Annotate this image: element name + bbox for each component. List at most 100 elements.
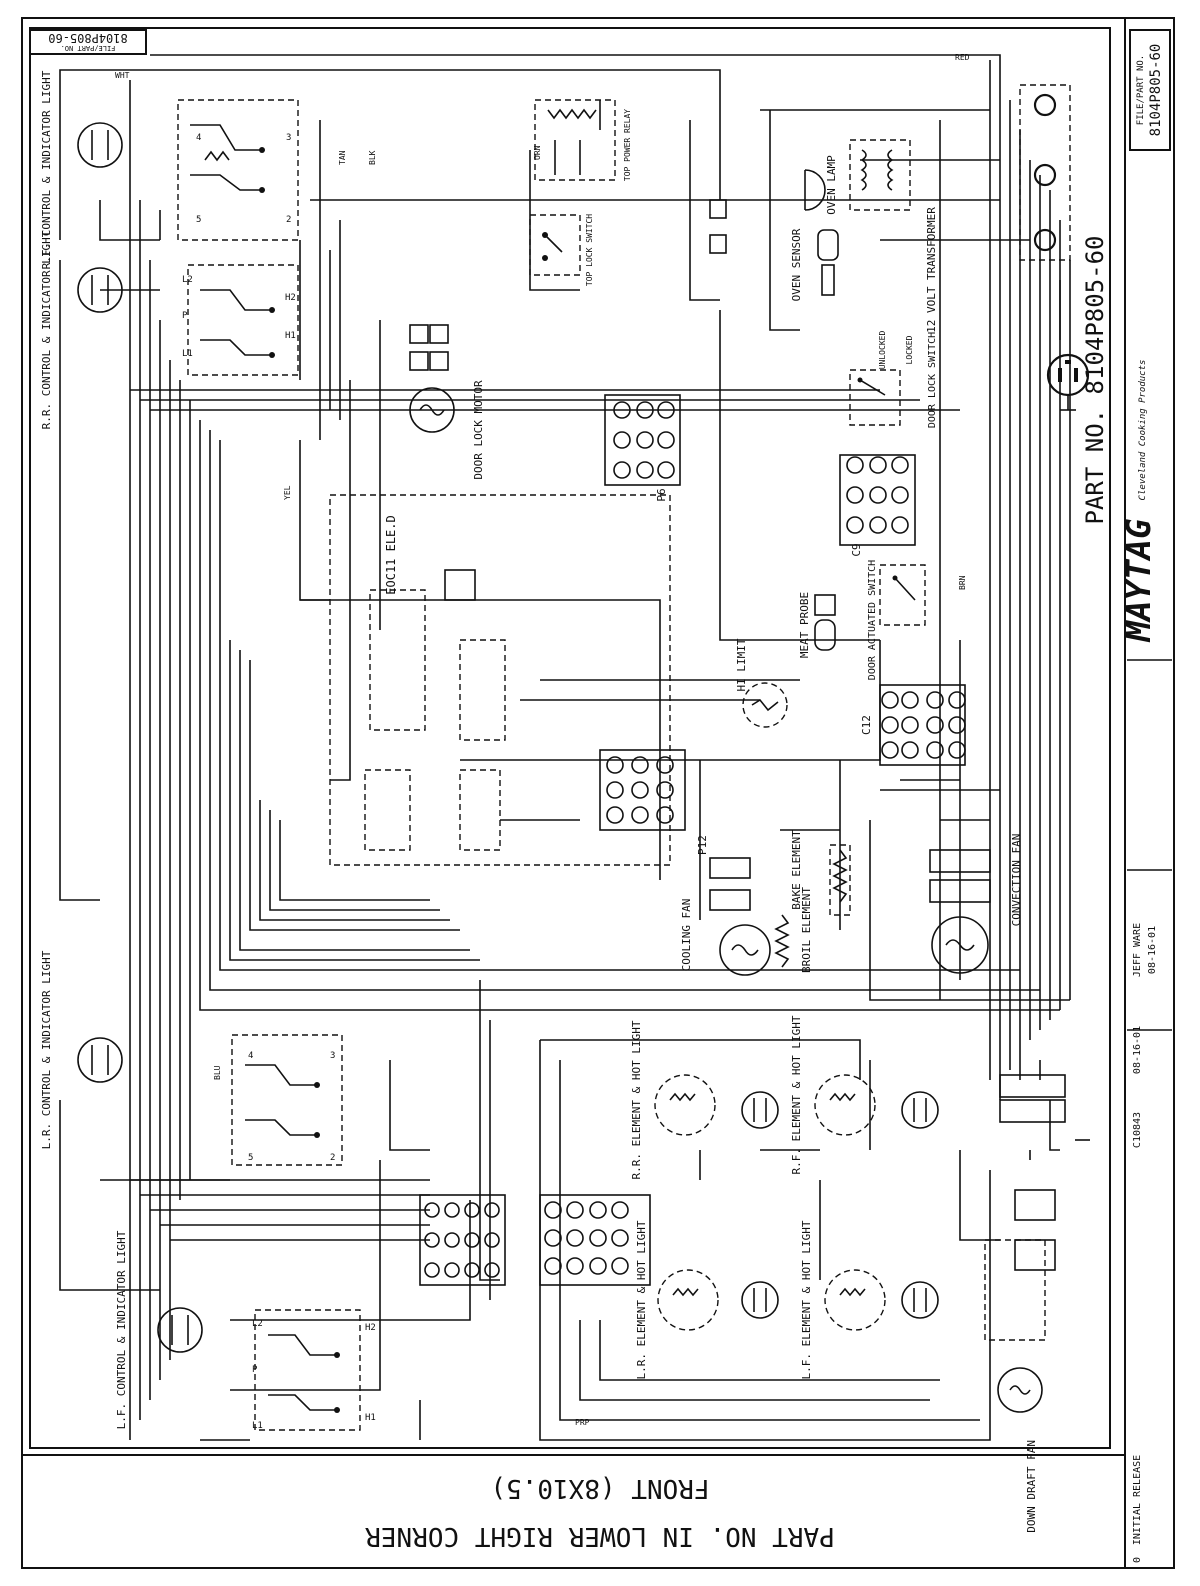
- connector-p6-symbol: [604, 394, 681, 486]
- drawn-date: 08-16-01: [1147, 926, 1158, 974]
- svg-text:4: 4: [196, 133, 201, 143]
- corner-tag-label: FILE/PART NO.: [61, 44, 116, 52]
- wire-label: TAN: [338, 150, 347, 165]
- label-locked: LOCKED: [905, 335, 914, 364]
- connector-c12-symbol: [879, 684, 966, 766]
- corner-tag-value: 8104P805-60: [48, 31, 127, 45]
- svg-text:H1: H1: [365, 1413, 376, 1423]
- company-name: Cleveland Cooking Products: [1138, 360, 1148, 501]
- lf-control-symbol: L2 P L1 H2 H1: [157, 1307, 376, 1431]
- label-rf-element: R.F. ELEMENT & HOT LIGHT: [790, 1015, 803, 1174]
- footer-line1: PART NO. IN LOWER RIGHT CORNER: [365, 1521, 835, 1551]
- label-down-draft-fan: DOWN DRAFT FAN: [1025, 1440, 1038, 1533]
- file-part-box: [1129, 29, 1171, 151]
- wire-label: BRN: [958, 575, 967, 590]
- door-lock-motor-symbol: [409, 324, 455, 433]
- convection-fan-symbol: [929, 849, 991, 974]
- rf-element-symbol: [814, 1074, 939, 1136]
- label-c9: C9: [850, 543, 863, 556]
- file-part-number: 8104P805-60: [1148, 44, 1164, 137]
- title-block: FILE/PART NO. 8104P805-60 MAYTAG Clevela…: [1119, 29, 1172, 1563]
- label-p6: P6: [655, 488, 668, 501]
- oven-sensor-symbol: [817, 229, 839, 296]
- corner-tag: FILE/PART NO. 8104P805-60: [29, 29, 147, 55]
- label-door-actuated-switch: DOOR ACTUATED SWITCH: [867, 560, 878, 680]
- power-plug-symbol: [1046, 353, 1090, 411]
- label-oven-lamp: OVEN LAMP: [825, 155, 838, 215]
- control-connector-symbol: [419, 1194, 506, 1286]
- label-c12: C12: [860, 715, 873, 735]
- file-part-label: FILE/PART NO.: [1136, 55, 1146, 125]
- meat-probe-symbol: [814, 594, 836, 651]
- connector-p12-symbol: [599, 749, 686, 831]
- svg-text:L1: L1: [182, 349, 193, 359]
- terminal-block-symbol: [1019, 84, 1071, 261]
- part-number-large: PART NO. 8104P805-60: [1081, 236, 1109, 525]
- rev-description: INITIAL RELEASE: [1132, 1455, 1143, 1545]
- rr-control-symbol: L2 P L1 H2 H1: [77, 264, 299, 376]
- wire-label: PRP: [575, 1418, 590, 1427]
- svg-text:H1: H1: [285, 331, 296, 341]
- wire-label: ORN: [533, 145, 542, 160]
- connector-c9-symbol: [839, 454, 916, 546]
- rr-element-symbol: [654, 1074, 779, 1136]
- bake-element-symbol: [829, 844, 851, 916]
- top-lock-switch-symbol: [529, 199, 727, 276]
- drawn-by: JEFF WARE: [1132, 923, 1143, 977]
- label-cooling-fan: COOLING FAN: [680, 899, 693, 972]
- label-rf-control: R.F. CONTROL & INDICATOR LIGHT: [40, 70, 53, 269]
- label-eoc-board: EOC11 ELE.D: [384, 515, 398, 594]
- component-labels: R.F. CONTROL & INDICATOR LIGHT R.R. CONT…: [40, 70, 1038, 1532]
- footer-line2: FRONT (8X10.5): [490, 1473, 709, 1503]
- svg-text:H2: H2: [365, 1323, 376, 1333]
- wire-label: BLU: [213, 1065, 222, 1080]
- label-unlocked: UNLOCKED: [878, 331, 887, 370]
- eoc-board-outline: [329, 494, 671, 866]
- label-top-power-relay: TOP POWER RELAY: [623, 109, 632, 181]
- broil-element-symbol: [774, 914, 790, 968]
- wiring-harness: [59, 54, 1071, 1441]
- rev-date: 08-16-01: [1132, 1026, 1143, 1074]
- label-door-lock-switch: DOOR LOCK SWITCH: [927, 332, 938, 428]
- lf-element-symbol: [824, 1269, 939, 1331]
- wire-label: WHT: [115, 71, 130, 80]
- oven-lamp-symbol: [804, 169, 826, 211]
- drawing-border: [29, 27, 1111, 1449]
- svg-text:L2: L2: [182, 275, 193, 285]
- rf-control-symbol: 4 5 3 2: [77, 99, 299, 241]
- page-frame: [21, 17, 1175, 1569]
- svg-text:P: P: [252, 1365, 258, 1375]
- brand-logo: MAYTAG: [1119, 519, 1159, 643]
- down-draft-fan-symbol: [984, 1074, 1090, 1413]
- lr-element-symbol: [657, 1269, 779, 1331]
- svg-text:P: P: [182, 311, 188, 321]
- label-top-lock-switch: TOP LOCK SWITCH: [585, 214, 594, 286]
- label-lr-control: L.R. CONTROL & INDICATOR LIGHT: [40, 950, 53, 1149]
- svg-text:5: 5: [196, 215, 201, 225]
- board-relays: [364, 569, 506, 851]
- wire-label: RED: [955, 53, 970, 62]
- label-transformer: 12 VOLT TRANSFORMER: [925, 207, 938, 333]
- label-p12: P12: [696, 835, 709, 855]
- label-hi-limit: HI LIMIT: [735, 638, 748, 691]
- wire-color-labels: WHT RED BLK TAN YEL BLU ORN BRN PRP: [115, 53, 970, 1427]
- svg-text:2: 2: [330, 1153, 335, 1163]
- label-broil-element: BROIL ELEMENT: [800, 887, 813, 973]
- footer-text-group: PART NO. IN LOWER RIGHT CORNER FRONT (8X…: [365, 1473, 835, 1551]
- svg-text:L2: L2: [252, 1319, 263, 1329]
- label-convection-fan: CONVECTION FAN: [1010, 834, 1023, 927]
- rev-ecn: C10843: [1132, 1112, 1143, 1148]
- svg-text:2: 2: [286, 215, 291, 225]
- transformer-symbol: [849, 139, 911, 211]
- hi-limit-symbol: [742, 682, 788, 728]
- label-rr-control: R.R. CONTROL & INDICATOR LIGHT: [40, 230, 53, 429]
- svg-text:H2: H2: [285, 293, 296, 303]
- top-power-relay-symbol: [534, 99, 616, 181]
- svg-text:5: 5: [248, 1153, 253, 1163]
- svg-text:3: 3: [286, 133, 291, 143]
- svg-text:4: 4: [248, 1051, 253, 1061]
- door-actuated-switch-symbol: [879, 564, 926, 626]
- wire-label: BLK: [368, 150, 377, 165]
- rev-letter: 0: [1132, 1557, 1143, 1563]
